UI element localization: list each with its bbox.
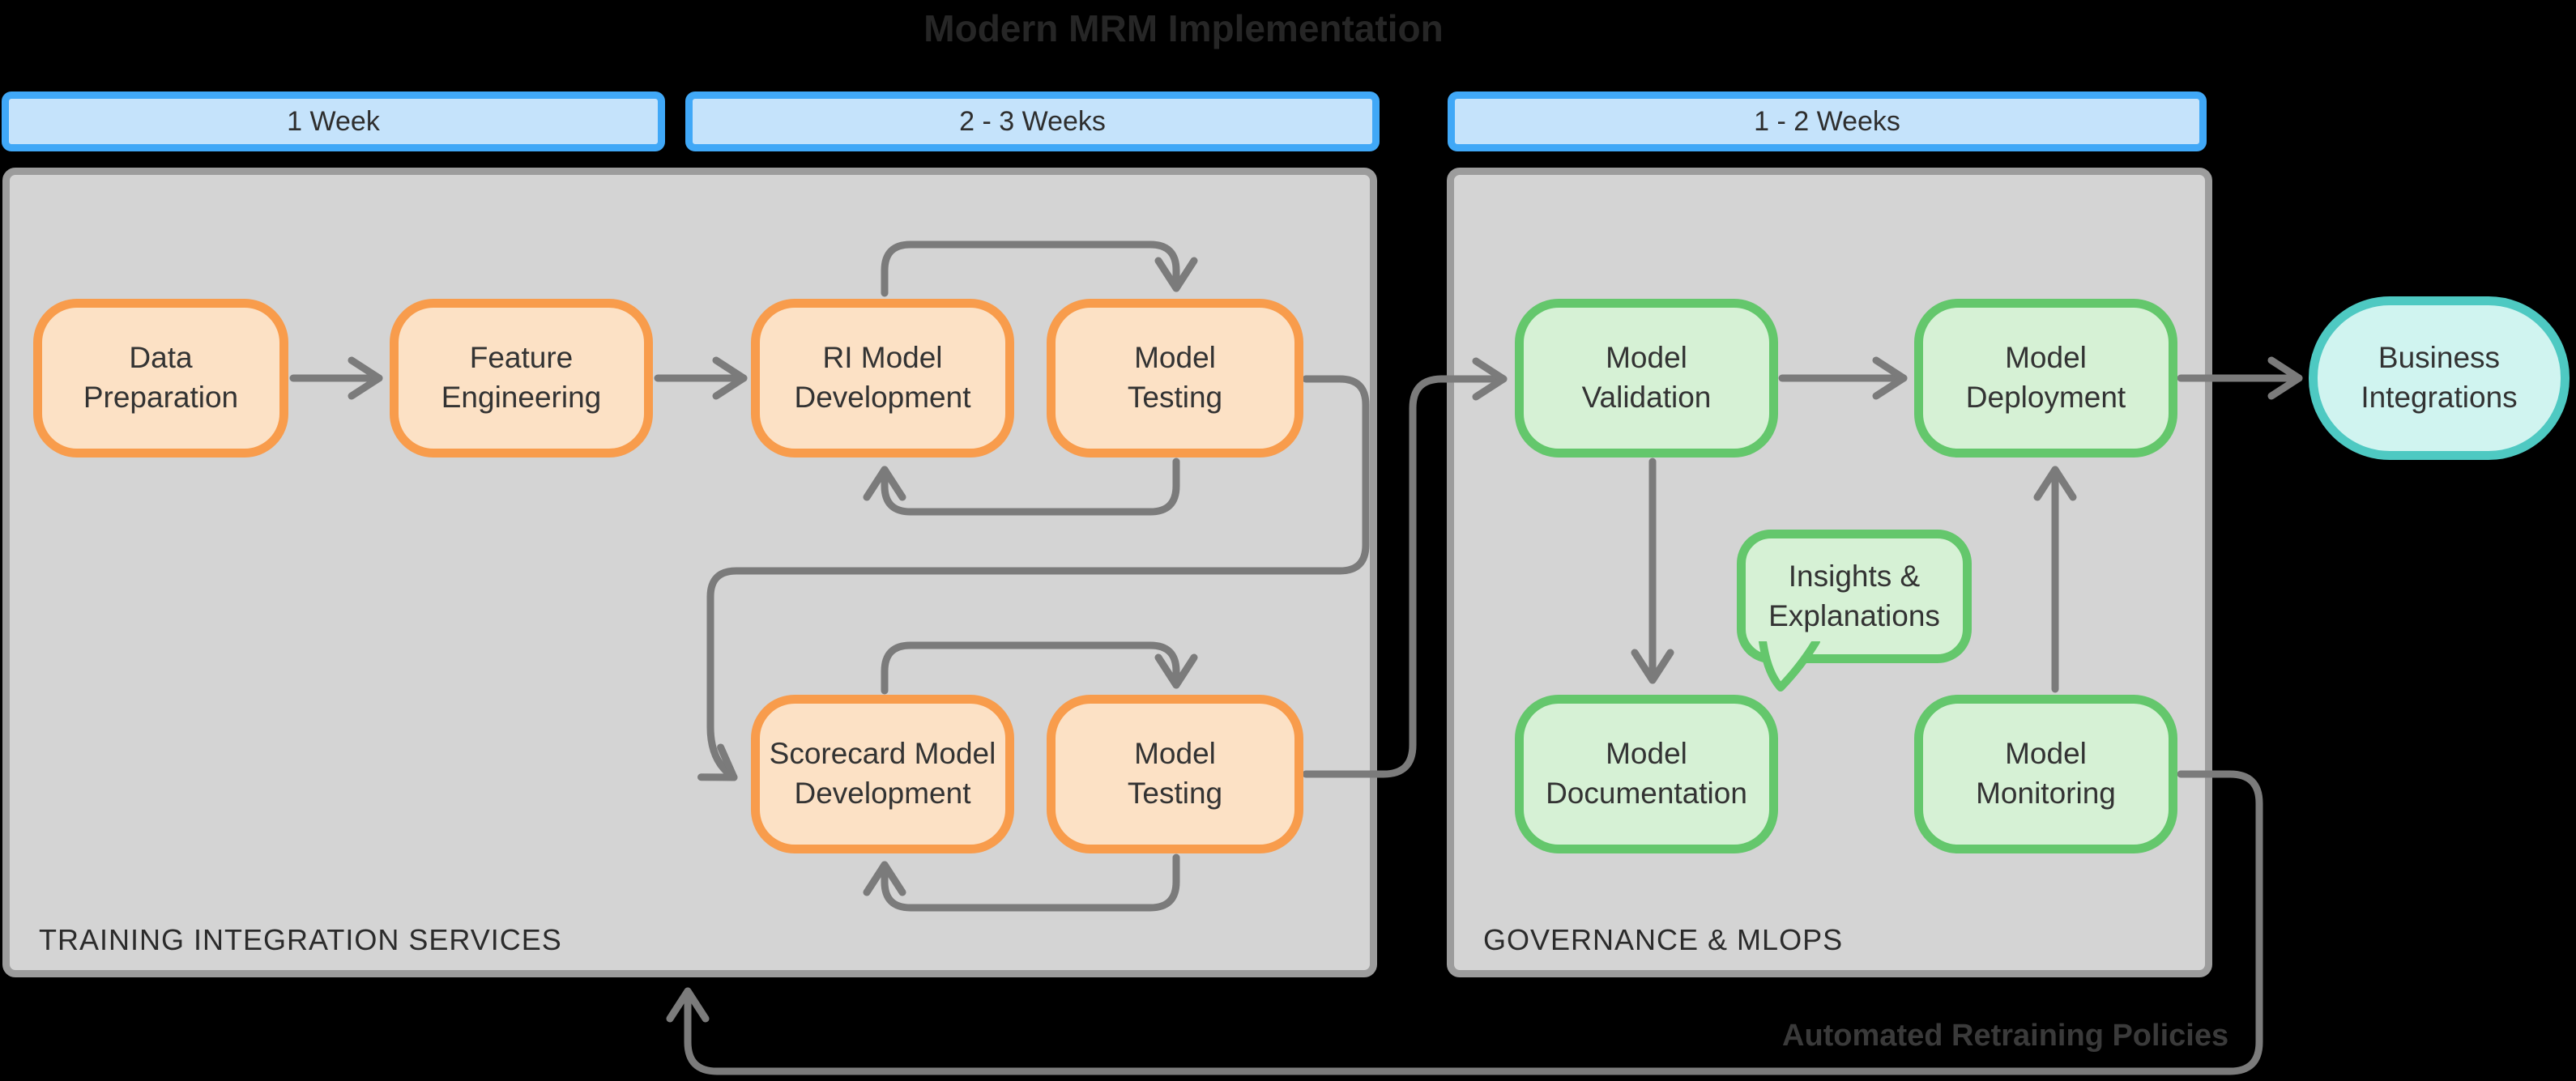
node-label-line2: Deployment: [1965, 381, 2126, 414]
node-label-line2: Validation: [1581, 381, 1712, 414]
container-training-integration-services: TRAINING INTEGRATION SERVICES: [2, 168, 1377, 977]
node-label-line1: Model: [2005, 341, 2087, 375]
container-label-training: TRAINING INTEGRATION SERVICES: [39, 923, 562, 956]
node-label-line2: Development: [794, 381, 971, 414]
diagram-title: Modern MRM Implementation: [923, 7, 1444, 49]
node-label-line1: RI Model: [822, 341, 943, 375]
timeline-label-2: 2 - 3 Weeks: [959, 105, 1106, 137]
node-label-line1: Model: [1606, 341, 1687, 375]
node-business-integrations: Business Integrations: [2309, 296, 2570, 460]
container-label-governance: GOVERNANCE & MLOPS: [1483, 923, 1844, 956]
node-label-line1: Insights &: [1788, 559, 1921, 593]
node-label-line2: Engineering: [441, 381, 602, 414]
node-label-line2: Testing: [1127, 381, 1223, 414]
node-model-validation: Model Validation: [1515, 299, 1778, 458]
automated-retraining-policies-label: Automated Retraining Policies: [1782, 1019, 2229, 1053]
node-insights-explanations-bubble: Insights & Explanations: [1737, 530, 1972, 663]
node-model-testing-2: Model Testing: [1047, 695, 1303, 853]
node-label-line2: Explanations: [1768, 598, 1940, 632]
timeline-bar-phase-2: 2 - 3 Weeks: [685, 92, 1380, 151]
node-ri-model-development: RI Model Development: [751, 299, 1014, 458]
node-label-line2: Development: [794, 777, 971, 810]
node-label-line1: Model: [1134, 341, 1216, 375]
node-model-documentation: Model Documentation: [1515, 695, 1778, 853]
node-feature-engineering: Feature Engineering: [390, 299, 653, 458]
node-label-line2: Integrations: [2361, 381, 2518, 414]
node-scorecard-model-development: Scorecard Model Development: [751, 695, 1014, 853]
node-label-line2: Monitoring: [1976, 777, 2116, 810]
timeline-bar-phase-3: 1 - 2 Weeks: [1448, 92, 2207, 151]
timeline-label-3: 1 - 2 Weeks: [1754, 105, 1900, 137]
node-label-line1: Scorecard Model: [769, 737, 996, 771]
node-label-line2: Preparation: [83, 381, 239, 414]
node-label-line1: Model: [1134, 737, 1216, 771]
node-label-line1: Feature: [469, 341, 574, 375]
timeline-label-1: 1 Week: [287, 105, 380, 137]
node-label-line1: Data: [129, 341, 193, 375]
node-label-line1: Model: [1606, 737, 1687, 771]
node-label-line1: Business: [2378, 341, 2501, 375]
node-label-line1: Model: [2005, 737, 2087, 771]
node-model-monitoring: Model Monitoring: [1914, 695, 2177, 853]
node-model-deployment: Model Deployment: [1914, 299, 2177, 458]
timeline-bar-phase-1: 1 Week: [2, 92, 665, 151]
node-label-line2: Testing: [1127, 777, 1223, 810]
node-data-preparation: Data Preparation: [33, 299, 288, 458]
node-model-testing-1: Model Testing: [1047, 299, 1303, 458]
node-label-line2: Documentation: [1546, 777, 1747, 810]
